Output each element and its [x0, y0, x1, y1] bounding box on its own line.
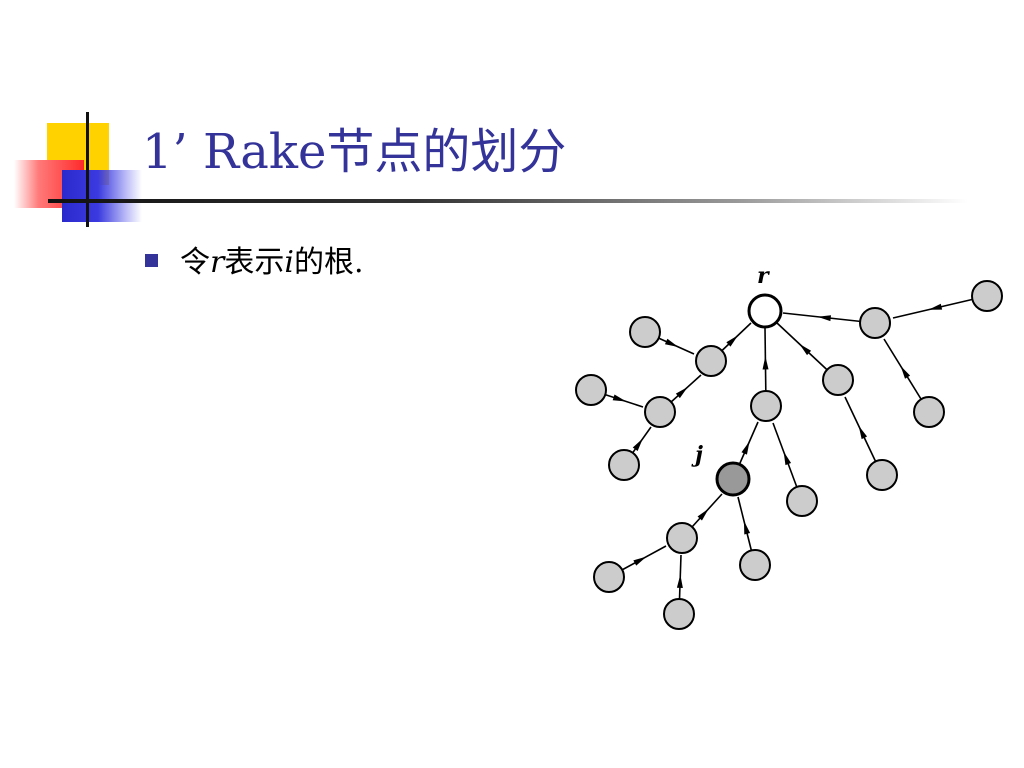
edge-arrowhead — [928, 303, 943, 310]
edge-arrowhead — [783, 451, 792, 466]
bullet-text-pre: 令 — [180, 245, 210, 280]
tree-node — [822, 364, 854, 396]
tree-node — [913, 396, 945, 428]
tree-node — [695, 345, 727, 377]
edge-arrowhead — [799, 343, 812, 356]
tree-node — [786, 485, 818, 517]
label-r: r — [757, 263, 770, 289]
edge-arrowhead — [817, 315, 832, 322]
tree-node — [608, 449, 640, 481]
tree-node — [859, 307, 891, 339]
tree-node-j — [715, 461, 751, 497]
bullet-square — [145, 254, 158, 267]
tree-node — [971, 280, 1003, 312]
tree-node — [575, 374, 607, 406]
tree-nodes — [575, 280, 1003, 630]
tree-node — [629, 316, 661, 348]
edge-arrowhead — [741, 441, 750, 455]
edge-arrowhead — [632, 438, 643, 451]
decor-vertical-line — [86, 112, 89, 227]
tree-node — [644, 396, 676, 428]
edge-arrowhead — [697, 508, 709, 521]
bullet-var-r: r — [210, 245, 225, 280]
tree-node — [750, 390, 782, 422]
bullet-var-i: i — [284, 245, 294, 280]
tree-node — [593, 561, 625, 593]
bullet-text-mid: 表示 — [224, 245, 285, 280]
edge-arrowhead — [612, 394, 627, 402]
edge-arrowhead — [664, 338, 679, 347]
edge-arrowhead — [858, 425, 868, 440]
edge-arrowhead — [900, 365, 911, 379]
label-j: j — [691, 442, 703, 468]
edge-arrowhead — [675, 386, 688, 399]
tree-diagram: r j — [575, 263, 1003, 630]
edge-arrowhead — [762, 356, 769, 370]
tree-node — [739, 549, 771, 581]
bullet-text: 令r表示i的根. — [180, 237, 364, 281]
edge-arrowhead — [726, 335, 739, 347]
edge-arrowhead — [633, 556, 647, 566]
decor-blue-gradient — [62, 170, 142, 222]
tree-node — [666, 522, 698, 554]
tree-node-root — [747, 293, 783, 329]
bullet-text-post: 的根. — [293, 245, 364, 280]
tree-node — [866, 459, 898, 491]
title-underline — [48, 199, 968, 203]
tree-node — [663, 598, 695, 630]
edge-arrowhead — [676, 574, 683, 588]
edge-arrowhead — [743, 520, 751, 535]
slide-title: 1’ Rake节点的划分 — [142, 124, 567, 180]
